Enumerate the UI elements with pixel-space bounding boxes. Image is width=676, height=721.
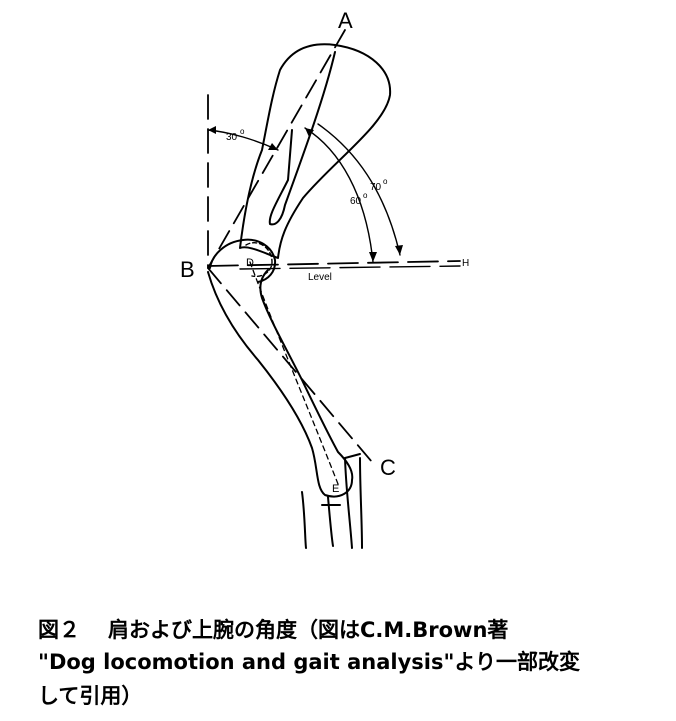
figure-caption-line1: 図２ 肩および上腕の角度（図はC.M.Brown著 [38, 620, 508, 641]
olecranon [321, 453, 361, 506]
figure-caption-line2: "Dog locomotion and gait analysis"より一部改変 [38, 650, 580, 674]
arc-70 [317, 123, 401, 256]
label-E: E [332, 483, 339, 495]
forearm-ulna [327, 457, 363, 549]
arrowhead-30-left [208, 126, 216, 134]
figure-number: 図２ [38, 618, 80, 642]
level-line-lower [239, 265, 461, 270]
scapular-spine [268, 51, 336, 226]
label-H: H [462, 258, 469, 269]
scapula-outline [239, 43, 392, 259]
angle-70-degree: o [383, 177, 388, 186]
angle-70-label: 70 [370, 182, 382, 193]
label-level: Level [308, 272, 332, 283]
arc-60 [304, 127, 374, 263]
arrowhead-70-bottom [395, 245, 403, 255]
arrowhead-60-bottom [369, 252, 377, 262]
arrowhead-30-right [268, 143, 278, 150]
angle-30-degree: o [240, 127, 245, 136]
level-line [207, 260, 461, 267]
figure-caption-line3: して引用） [38, 684, 143, 708]
label-C: C [380, 455, 396, 480]
angle-60-degree: o [363, 191, 368, 200]
shoulder-joint [209, 238, 277, 283]
forearm-radius [301, 491, 307, 549]
shoulder-angle-diagram: A B C D E H Level 30 o 60 o 70 o [180, 8, 469, 549]
humerus-head-dashed [245, 242, 273, 278]
arrowhead-60-top [305, 128, 314, 137]
angle-30-label: 30 [226, 132, 238, 143]
humerus-outline [207, 269, 354, 498]
line-AB [207, 29, 346, 269]
line-DE [249, 261, 339, 485]
caption-text-1: 肩および上腕の角度（図はC.M.Brown著 [108, 618, 509, 642]
label-D: D [246, 257, 254, 269]
label-A: A [338, 8, 353, 33]
label-B: B [180, 257, 195, 282]
angle-60-label: 60 [350, 196, 362, 207]
